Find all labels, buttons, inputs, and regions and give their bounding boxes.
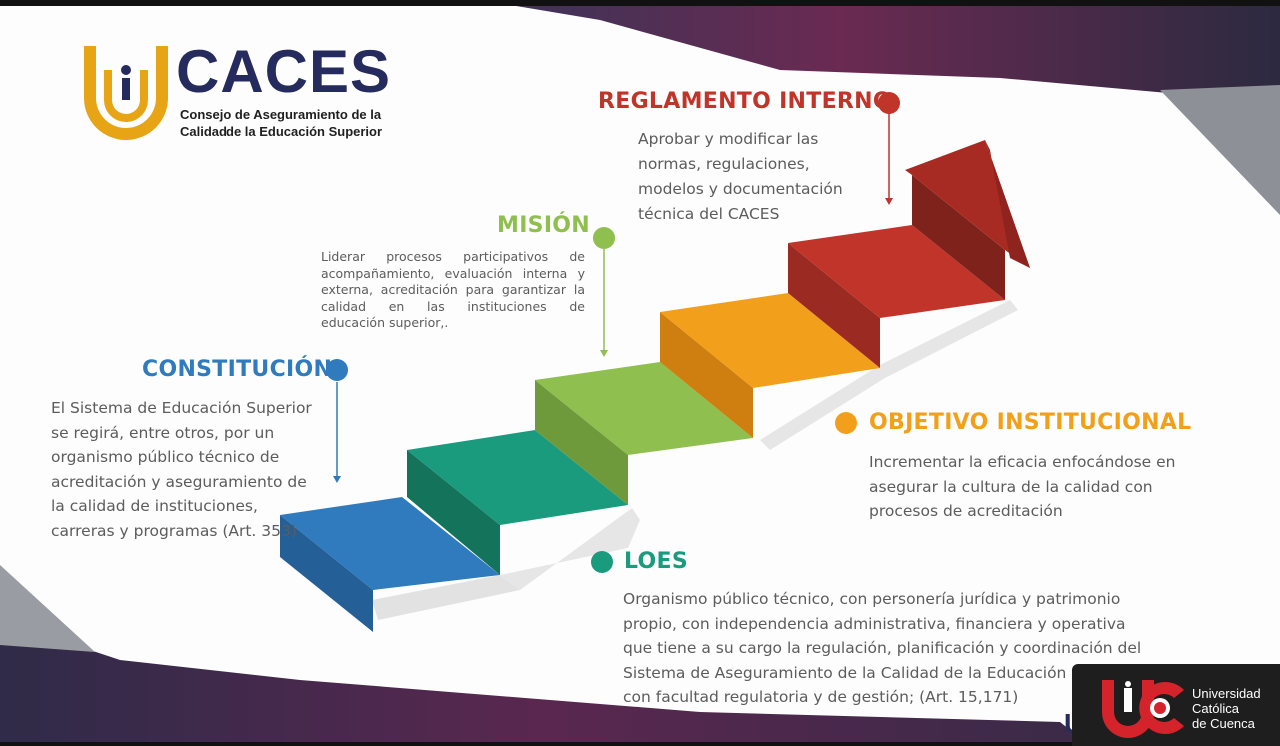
caces-logo: CACES Consejo de Aseguramiento de la Cal… <box>80 40 420 150</box>
reglamento-title: REGLAMENTO INTERNO <box>598 89 892 114</box>
ucc-line2: Católica <box>1192 701 1239 716</box>
stair-shadow-2 <box>500 508 640 590</box>
reglamento-line: Aprobar y modificar las <box>638 130 819 148</box>
step-orange-top <box>660 293 880 388</box>
reglamento-line: modelos y documentación <box>638 180 843 198</box>
step-red-top <box>788 225 1005 318</box>
mision-line: calidad en las instituciones de <box>321 298 585 314</box>
loes-dot-icon <box>591 551 613 573</box>
mision-line: educación superior,. <box>321 315 449 330</box>
bottom-left-gray <box>0 565 95 652</box>
loes-line: Sistema de Aseguramiento de la Calidad d… <box>623 663 1117 682</box>
objetivo-line: procesos de acreditación <box>869 502 1063 520</box>
mision-line: Liderar procesos participativos de <box>321 249 585 264</box>
step-red-riser <box>788 243 880 368</box>
loes-text: Organismo público técnico, con personerí… <box>623 587 1143 710</box>
caces-title: CACES <box>176 38 392 105</box>
constitucion-line: se regirá, entre otros, por un <box>51 423 275 442</box>
mision-line: externa, acreditación para garantizar la <box>321 282 585 297</box>
constitucion-line: El Sistema de Educación Superior <box>51 399 312 417</box>
stair-shadow-3 <box>760 300 1018 450</box>
caces-subtitle-line2: de la Educación Superior <box>226 124 383 139</box>
reglamento-line: normas, regulaciones, <box>638 155 810 173</box>
ucc-emblem-icon <box>1102 680 1184 738</box>
step-blue-riser <box>280 515 373 632</box>
objetivo-title: OBJETIVO INSTITUCIONAL <box>869 410 1192 435</box>
loes-line: Organismo público técnico, con personerí… <box>623 590 1121 608</box>
reglamento-text: Aprobar y modificar las normas, regulaci… <box>638 127 843 227</box>
arrow-head <box>905 140 1030 268</box>
step-green-top <box>535 362 753 455</box>
constitucion-line: acreditación y aseguramiento de <box>51 472 307 491</box>
top-dark-band <box>480 0 1280 205</box>
mision-title: MISIÓN <box>497 213 591 238</box>
ucc-logo: Universidad Católica de Cuenca <box>1072 664 1280 746</box>
loes-line: con facultad regulatoria y de gestión; (… <box>623 688 1019 706</box>
reglamento-dot-icon <box>878 92 900 114</box>
constitucion-line: organismo público técnico de <box>51 448 280 466</box>
constitucion-dot-icon <box>326 359 348 381</box>
mision-text: Liderar procesos participativos de acomp… <box>321 249 585 332</box>
arrow-shaft-side <box>912 175 1005 300</box>
caces-subtitle-line1: Consejo de Aseguramiento de la Calidad <box>180 107 382 139</box>
step-teal-top <box>407 430 628 525</box>
mision-line: acompañamiento, evaluación interna y <box>321 265 585 281</box>
step-blue-top <box>280 497 500 590</box>
caces-emblem-icon <box>84 46 168 140</box>
top-right-gray <box>1160 85 1280 215</box>
ucc-line1: Universidad <box>1192 686 1261 701</box>
step-green-riser <box>535 380 628 505</box>
constitucion-text: El Sistema de Educación Superior se regi… <box>51 396 312 543</box>
objetivo-line: asegurar la cultura de la calidad con <box>869 477 1153 496</box>
stair-shadow <box>372 575 520 620</box>
constitucion-line: la calidad de instituciones, <box>51 497 258 515</box>
arrow-head-shade <box>985 140 1030 268</box>
constitucion-line: carreras y programas (Art. 353) <box>51 521 297 540</box>
loes-line: que tiene a su cargo la regulación, plan… <box>623 639 1142 657</box>
mision-dot-icon <box>593 227 615 249</box>
loes-line: propio, con independencia administrativa… <box>623 614 1126 633</box>
loes-title: LOES <box>624 549 689 574</box>
objetivo-line: Incrementar la eficacia enfocándose en <box>869 453 1176 471</box>
reglamento-line: técnica del CACES <box>638 205 780 223</box>
constitucion-title: CONSTITUCIÓN <box>142 357 333 382</box>
bottom-dark-band <box>0 620 1090 746</box>
step-orange-riser <box>660 312 753 438</box>
objetivo-text: Incrementar la eficacia enfocándose en a… <box>869 450 1176 524</box>
ucc-line3: de Cuenca <box>1192 716 1255 731</box>
objetivo-dot-icon <box>835 412 857 434</box>
step-teal-riser <box>407 450 500 575</box>
